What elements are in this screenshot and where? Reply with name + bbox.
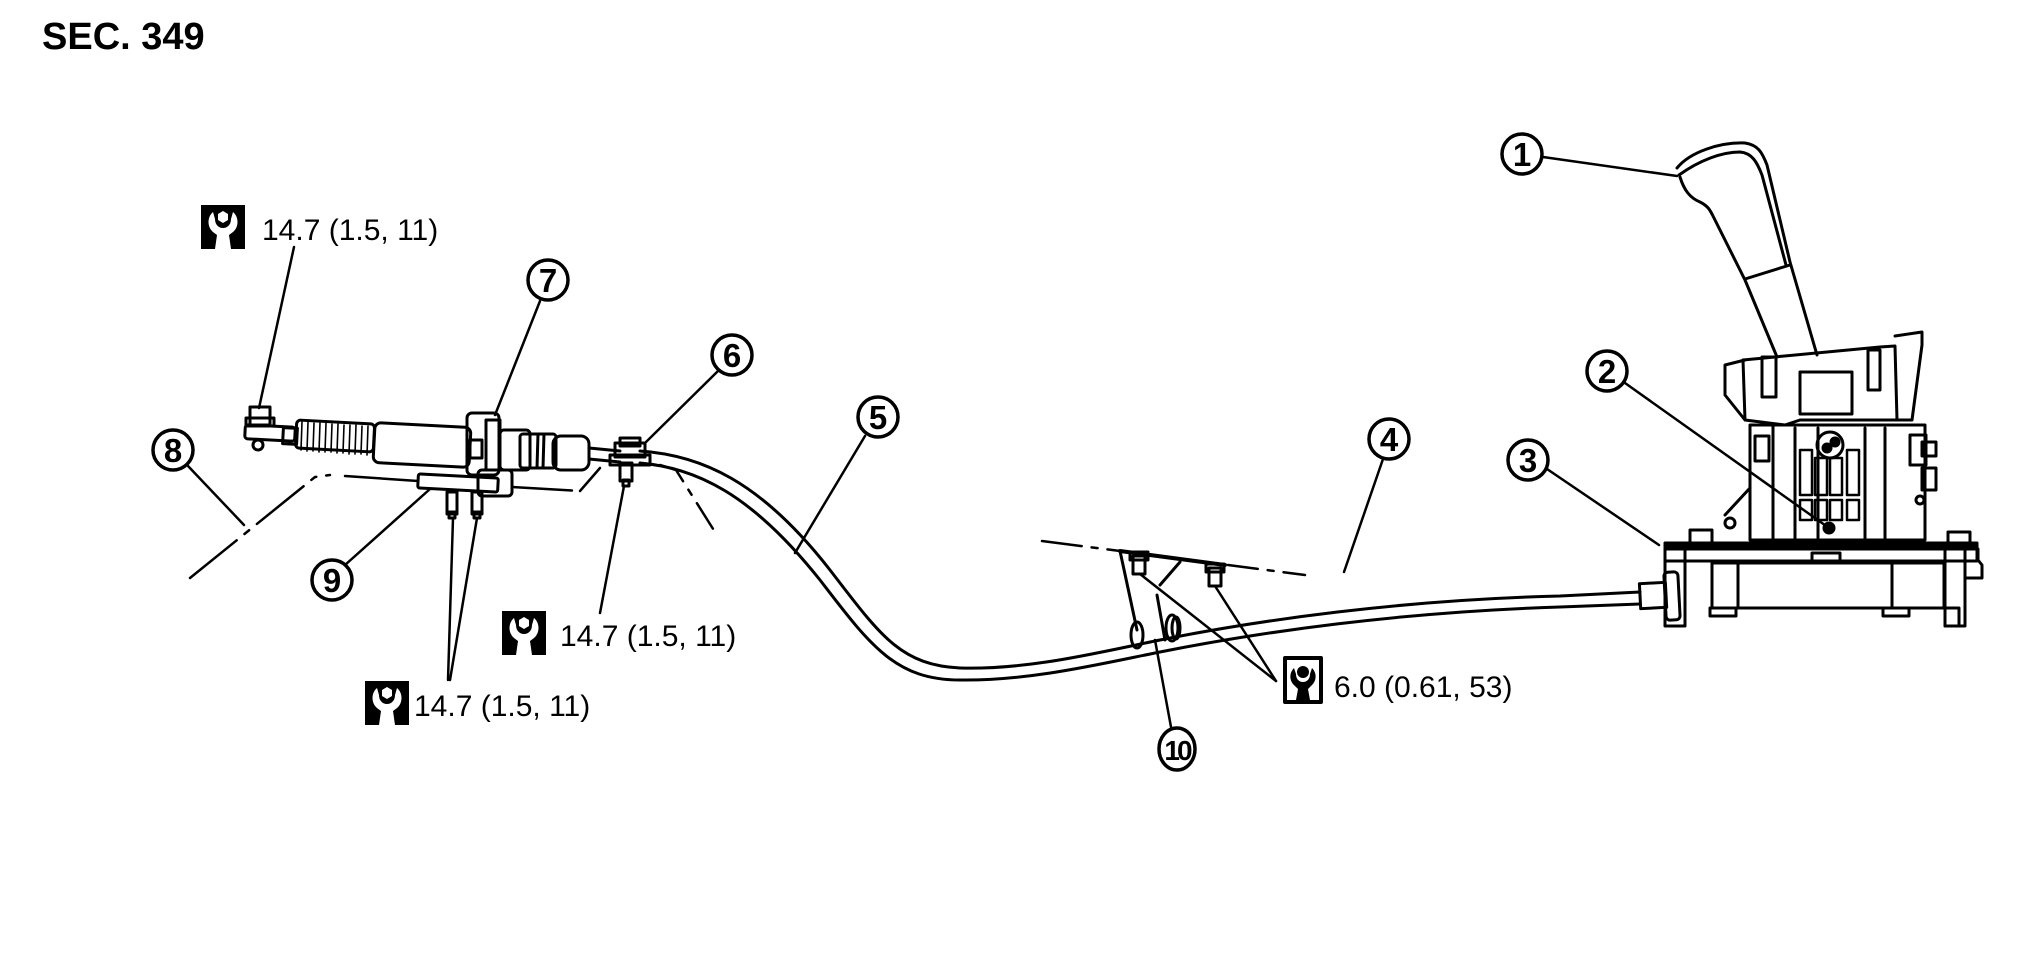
torque-spec-d: 6.0 (0.61, 53) <box>1283 656 1512 704</box>
cable-transmission-end <box>243 405 622 477</box>
bracket-9 <box>416 468 514 520</box>
svg-text:1: 1 <box>1513 136 1531 173</box>
selector-lever-knob-1 <box>1675 141 1819 359</box>
callout-1: 1 <box>1500 132 1544 176</box>
svg-text:6.0 (0.61, 53): 6.0 (0.61, 53) <box>1334 671 1512 704</box>
svg-text:6: 6 <box>723 337 741 374</box>
callout-4: 4 <box>1367 417 1411 461</box>
cable-bracket-10 <box>1118 549 1227 650</box>
torque-spec-a: 14.7 (1.5, 11) <box>199 203 438 251</box>
svg-text:7: 7 <box>539 262 557 299</box>
torque-spec-b: 14.7 (1.5, 11) <box>500 609 736 657</box>
section-title: SEC. 349 <box>42 16 205 58</box>
tightening-torque-icon <box>363 679 411 727</box>
floor-panel-4 <box>1040 539 1307 577</box>
leader-lines <box>186 155 1831 729</box>
svg-text:14.7 (1.5, 11): 14.7 (1.5, 11) <box>560 620 736 653</box>
svg-text:4: 4 <box>1380 421 1399 458</box>
svg-text:8: 8 <box>164 432 182 469</box>
shifter-device-2 <box>1663 330 1984 628</box>
callout-8: 8 <box>151 428 195 472</box>
svg-text:3: 3 <box>1519 442 1537 479</box>
svg-text:9: 9 <box>323 562 341 599</box>
callout-5: 5 <box>856 395 900 439</box>
callout-9: 9 <box>310 558 354 602</box>
callout-7: 7 <box>526 258 570 302</box>
tightening-torque-icon <box>199 203 247 251</box>
callout-6: 6 <box>710 333 754 377</box>
svg-text:14.7 (1.5, 11): 14.7 (1.5, 11) <box>262 214 438 247</box>
svg-text:5: 5 <box>869 399 887 436</box>
svg-text:2: 2 <box>1598 353 1616 390</box>
phantom-outline-8 <box>188 463 717 580</box>
cable-clamp-6 <box>608 436 652 488</box>
svg-text:14.7 (1.5, 11): 14.7 (1.5, 11) <box>414 690 590 723</box>
torque-spec-c: 14.7 (1.5, 11) <box>363 679 590 727</box>
callout-2: 2 <box>1585 349 1629 393</box>
callout-10: 10 <box>1157 726 1197 772</box>
svg-text:10: 10 <box>1164 735 1192 766</box>
callout-3: 3 <box>1506 438 1550 482</box>
tightening-torque-icon <box>500 609 548 657</box>
control-cable <box>638 449 1682 682</box>
tightening-torque-icon-inverted <box>1283 656 1323 704</box>
